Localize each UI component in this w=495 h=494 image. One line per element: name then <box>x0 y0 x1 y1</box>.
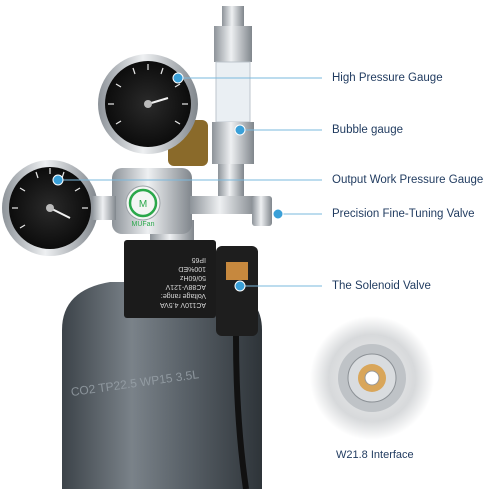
callout-dot-high-gauge <box>172 72 184 84</box>
interface-inset <box>310 316 434 440</box>
callout-dots <box>52 72 284 292</box>
brand-logo-icon <box>128 188 158 218</box>
callout-dot-solenoid <box>234 280 246 292</box>
solenoid-label-4: 50/60Hz <box>179 274 206 281</box>
solenoid-label-2: Voltage range: <box>161 292 206 299</box>
callout-bubble-gauge: Bubble gauge <box>332 124 403 136</box>
callout-dot-bubble <box>234 124 246 136</box>
solenoid-valve: AC110V 4.5VA Voltage range: AC88V-121V 5… <box>124 240 258 490</box>
callout-dot-output-gauge <box>52 174 64 186</box>
callout-lines <box>58 77 322 287</box>
regulator-body: M MUFan <box>112 168 192 234</box>
solenoid-label-1: AC110V 4.5VA <box>160 301 206 308</box>
output-gauge-ticks <box>12 168 88 229</box>
high-pressure-gauge <box>98 54 198 154</box>
solenoid-label-3: AC88V-121V <box>165 283 206 290</box>
power-cable <box>233 335 249 490</box>
gauge-connector <box>92 196 116 220</box>
callout-interface: W21.8 Interface <box>336 449 414 461</box>
output-pressure-gauge <box>2 160 98 256</box>
bubble-counter <box>212 6 254 204</box>
fine-tuning-knob <box>252 196 272 226</box>
output-pipe <box>190 196 256 214</box>
co2-cylinder: CO2 TP22.5 WP15 3.5L <box>62 282 262 489</box>
callout-dot-valve <box>272 208 284 220</box>
solenoid-label-6: IP65 <box>191 256 206 263</box>
callout-solenoid-valve: The Solenoid Valve <box>332 280 431 292</box>
high-gauge-ticks <box>108 64 188 125</box>
callout-high-pressure-gauge: High Pressure Gauge <box>332 72 443 84</box>
solenoid-label-5: 100%ED <box>178 265 206 272</box>
callout-output-work-pressure-gauge: Output Work Pressure Gauge <box>332 174 484 186</box>
callout-fine-tuning-valve: Precision Fine-Tuning Valve <box>332 208 475 220</box>
brand-logo-text: MUFan <box>132 221 155 228</box>
brand-logo-glyph: M <box>139 199 147 210</box>
